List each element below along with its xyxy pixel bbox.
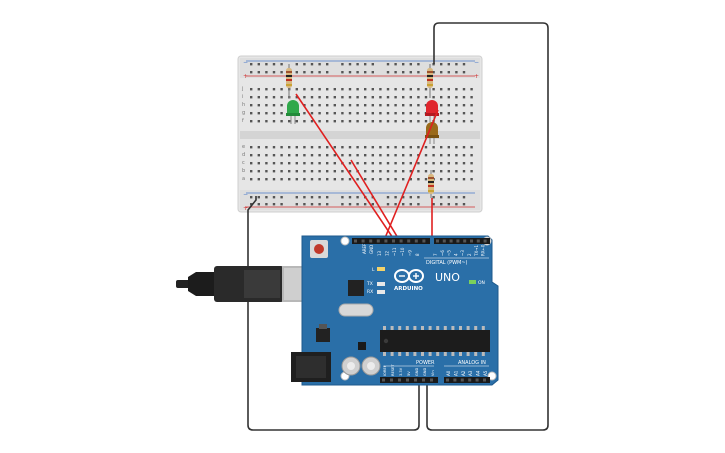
green-led[interactable]: [286, 100, 300, 124]
red-wire-red-led[interactable]: [384, 109, 439, 239]
row-letter: f: [242, 118, 244, 124]
red-wire-green-led[interactable]: [295, 93, 394, 239]
analog-pin-label: A4: [476, 370, 481, 376]
digital-pin-label: 13: [377, 250, 382, 256]
analog-in-label: ANALOG IN: [458, 360, 486, 366]
voltage-regulator: [316, 328, 330, 342]
analog-pin-label: A3: [468, 370, 473, 376]
usb-controller-chip: [348, 280, 364, 296]
rx-led: [377, 290, 385, 294]
black-wire-5v[interactable]: [426, 22, 549, 431]
power-pin-labels: IOREF RESET 3.3V 5V GND GND Vin: [383, 364, 435, 376]
power-pin-label: GND: [415, 368, 419, 376]
digital-pin-label: 2: [467, 253, 472, 256]
gnd-label-top: GND: [369, 245, 374, 254]
analog-header: [444, 377, 490, 383]
resistor-3[interactable]: [428, 170, 434, 198]
row-letter: d: [242, 152, 245, 158]
l-led: [377, 267, 385, 271]
rail-plus-label-right: +: [474, 73, 479, 80]
power-pin-label: 5V: [407, 371, 411, 376]
row-letter: a: [242, 176, 245, 182]
digital-pin-label: 12: [385, 250, 390, 256]
power-pin-label: IOREF: [383, 365, 387, 376]
breadboard-center-channel: [240, 131, 480, 139]
row-letter: c: [242, 160, 245, 166]
digital-pin-label: 8: [415, 253, 420, 256]
row-letter: j: [241, 86, 243, 92]
on-label: ON: [478, 280, 485, 286]
rail-minus-label-bottom: −: [243, 191, 248, 198]
digital-pin-label: 7: [433, 253, 438, 256]
row-letter: e: [242, 144, 245, 150]
rx-label: RX: [367, 289, 373, 295]
analog-pin-label: A2: [461, 370, 466, 376]
power-pin-label: Vin: [431, 370, 435, 376]
row-letter: h: [242, 102, 245, 108]
power-pin-label: 3.3V: [399, 367, 403, 376]
digital-pin-label: ~5: [447, 250, 452, 256]
red-wire-extra[interactable]: [350, 159, 399, 239]
red-led[interactable]: [425, 100, 439, 122]
power-label: POWER: [416, 360, 435, 366]
tx-label: TX: [366, 281, 373, 287]
atmega-microcontroller: [380, 330, 490, 352]
digital-pin-label: RX←0: [481, 244, 486, 256]
digital-pin-label: ~11: [392, 247, 397, 256]
l-label: L: [372, 267, 375, 273]
tx-led: [377, 282, 385, 286]
rail-minus-label: −: [243, 59, 248, 66]
arduino-brand-label: ARDUINO: [394, 286, 423, 292]
digital-label: DIGITAL (PWM~): [426, 260, 468, 266]
row-letter: g: [242, 110, 245, 116]
digital-pin-label: ~9: [407, 250, 412, 256]
digital-pin-label: 4: [453, 253, 458, 256]
digital-header-1: [352, 238, 430, 244]
wires: [247, 22, 549, 431]
resistor-1[interactable]: [286, 64, 292, 98]
aref-label: AREF: [362, 243, 367, 254]
rail-plus-label: +: [243, 73, 248, 80]
analog-pin-label: A5: [483, 370, 488, 376]
reset-button-cap[interactable]: [314, 244, 324, 254]
rail-plus-label-bottom: +: [243, 205, 248, 212]
on-led: [469, 280, 476, 284]
crystal-oscillator: [338, 303, 374, 317]
digital-pin-label: TX→1: [474, 244, 479, 257]
power-pin-label: GND: [423, 368, 427, 376]
row-letter: i: [242, 94, 243, 100]
black-wire-gnd[interactable]: [247, 196, 420, 431]
arduino-logo-icon: [394, 269, 424, 283]
resistor-2[interactable]: [427, 64, 433, 98]
digital-pin-label: ~6: [440, 250, 445, 256]
uno-model-label: UNO: [435, 271, 460, 284]
power-pin-label: RESET: [391, 364, 395, 376]
digital-pin-label: ~10: [400, 247, 405, 256]
digital-header-2: [434, 238, 490, 244]
analog-pin-label: A1: [453, 370, 458, 376]
digital-header-pins: [354, 239, 487, 243]
digital-pin-label: ~3: [460, 250, 465, 256]
row-letter: b: [242, 168, 245, 174]
rail-minus-label-right: −: [474, 59, 479, 66]
analog-pin-label: A0: [446, 370, 451, 376]
